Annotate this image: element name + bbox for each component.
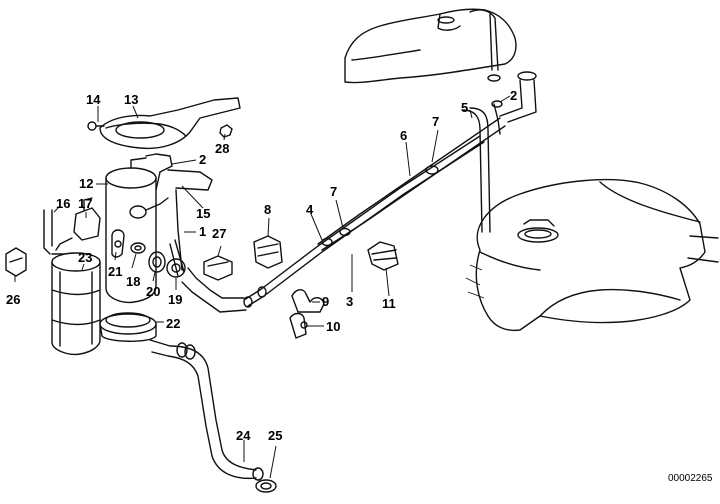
callout-22: 22 — [166, 316, 180, 331]
callout-12: 12 — [79, 176, 93, 191]
callout-14: 14 — [86, 92, 101, 107]
grommet-19 — [166, 258, 186, 278]
clip-10 — [289, 312, 308, 339]
callout-17: 17 — [78, 196, 92, 211]
valve-17 — [55, 197, 101, 251]
hose-16 — [43, 209, 71, 261]
clip-9 — [291, 289, 325, 313]
callout-7-upper: 7 — [432, 114, 439, 129]
callouts: 14 13 28 2 12 15 16 17 1 27 8 4 7 6 7 5 … — [6, 88, 713, 484]
callout-7-lower: 7 — [330, 184, 337, 199]
canister-12 — [105, 153, 213, 304]
filler-neck — [344, 8, 537, 123]
clip-11 — [367, 241, 399, 271]
callout-10: 10 — [326, 319, 340, 334]
callout-23: 23 — [78, 250, 92, 265]
connector-15 — [129, 197, 169, 219]
hose-24 — [149, 339, 264, 481]
callout-3: 3 — [346, 294, 353, 309]
grommet-20 — [148, 251, 166, 273]
nut-28 — [219, 124, 233, 138]
callout-16: 16 — [56, 196, 70, 211]
grommet-27 — [203, 255, 233, 281]
callout-25: 25 — [268, 428, 282, 443]
bracket-13 — [99, 97, 241, 150]
screw-14 — [87, 121, 105, 131]
callout-21: 21 — [108, 264, 122, 279]
washer-18 — [130, 242, 146, 254]
callout-6: 6 — [400, 128, 407, 143]
callout-24: 24 — [236, 428, 251, 443]
clip-26 — [5, 247, 27, 277]
clamp-25 — [255, 479, 277, 493]
callout-28: 28 — [215, 141, 229, 156]
callout-9: 9 — [322, 294, 329, 309]
callout-5: 5 — [461, 100, 468, 115]
callout-15: 15 — [196, 206, 210, 221]
callout-1: 1 — [199, 224, 206, 239]
bracket-8 — [253, 235, 283, 269]
callout-19: 19 — [168, 292, 182, 307]
callout-26: 26 — [6, 292, 20, 307]
document-number: 00002265 — [668, 473, 713, 484]
callout-11: 11 — [382, 296, 396, 311]
callout-2-left: 2 — [199, 152, 206, 167]
callout-8: 8 — [264, 202, 271, 217]
callout-2-right: 2 — [510, 88, 517, 103]
callout-4: 4 — [306, 202, 314, 217]
callout-20: 20 — [146, 284, 160, 299]
ring-22 — [99, 312, 157, 342]
line-3 — [169, 135, 485, 313]
leader-lines — [14, 95, 511, 479]
callout-13: 13 — [124, 92, 138, 107]
callout-27: 27 — [212, 226, 226, 241]
clamp-21 — [111, 229, 125, 258]
fuel-tank — [465, 178, 719, 332]
callout-18: 18 — [126, 274, 140, 289]
holder-23 — [51, 252, 101, 356]
